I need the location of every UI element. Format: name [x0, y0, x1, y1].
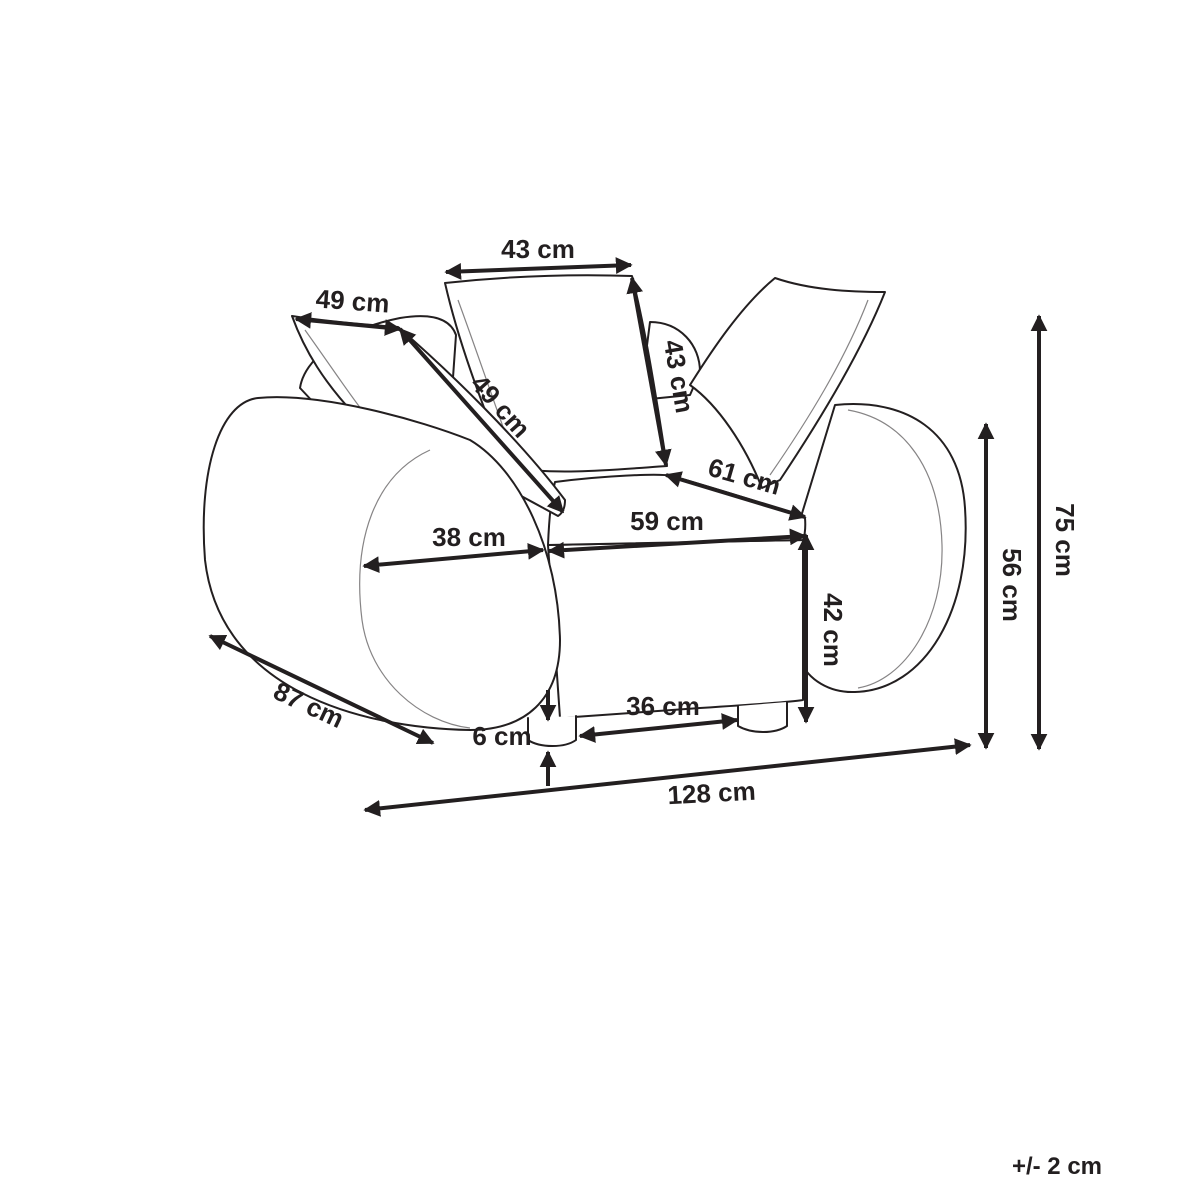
arrow-pillow-left-width — [294, 312, 402, 336]
leg-left — [527, 715, 577, 747]
label-total-width: 128 cm — [667, 776, 757, 811]
pillow-right-seam — [769, 299, 869, 476]
arrow-leg-spacing — [578, 713, 739, 743]
arrow-back-height — [626, 276, 672, 467]
label-armrest-width: 38 cm — [432, 522, 506, 552]
label-leg-height: 6 cm — [472, 721, 531, 751]
label-seat-height: 42 cm — [818, 593, 848, 667]
arrow-total-depth — [208, 634, 435, 745]
label-total-height: 75 cm — [1050, 503, 1080, 577]
label-pillow-left-width: 49 cm — [315, 283, 391, 318]
label-arm-height: 56 cm — [997, 548, 1027, 622]
leg-right — [737, 701, 788, 733]
arrow-seat-depth — [664, 471, 807, 521]
label-leg-spacing: 36 cm — [626, 691, 700, 721]
pillow-left-seam — [304, 329, 363, 411]
armchair-illustration — [202, 274, 967, 747]
arrow-total-width — [363, 738, 972, 817]
arrow-seat-width — [547, 528, 807, 559]
arrow-armrest-width — [362, 542, 545, 574]
arrow-back-width — [444, 257, 633, 280]
arrow-pillow-left-height — [398, 327, 565, 514]
label-back-width: 43 cm — [501, 234, 575, 264]
dimension-arrows — [208, 257, 1048, 817]
tolerance-note: +/- 2 cm — [1012, 1153, 1102, 1180]
armrest-right-end — [847, 409, 943, 689]
armrest-right — [799, 403, 967, 694]
label-seat-width: 59 cm — [630, 506, 704, 536]
